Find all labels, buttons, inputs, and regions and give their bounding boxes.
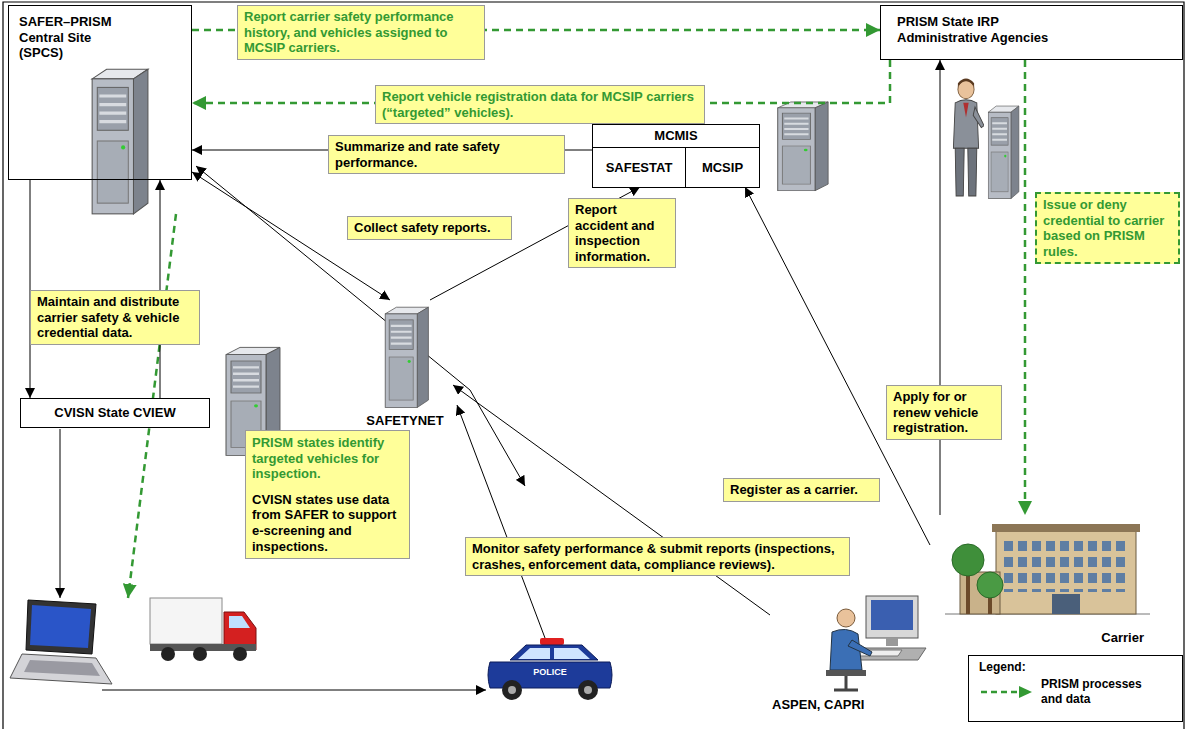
laptop-icon bbox=[24, 660, 100, 676]
carrier-building bbox=[996, 530, 1136, 614]
flow-arrow bbox=[940, 60, 941, 515]
process-note: Summarize and rate safety performance. bbox=[328, 135, 565, 174]
server-icon bbox=[92, 69, 148, 214]
legend-sample bbox=[979, 685, 1033, 699]
police-car-icon bbox=[584, 686, 592, 694]
node-label: MCMIS bbox=[654, 128, 697, 144]
flow-line bbox=[457, 405, 545, 638]
workstation-node: ASPEN, CAPRI bbox=[770, 588, 925, 715]
workstation-icon bbox=[886, 638, 898, 646]
laptop-icon bbox=[30, 605, 91, 648]
workstation-icon bbox=[848, 640, 872, 656]
workstation-icon bbox=[837, 609, 855, 627]
truck-icon bbox=[150, 598, 222, 644]
node-label: MCSIP bbox=[702, 160, 743, 176]
node-label: ASPEN, CAPRI bbox=[772, 697, 864, 713]
carrier-building bbox=[1052, 594, 1080, 614]
server-icon bbox=[385, 307, 428, 407]
note-box: PRISM states identify targeted vehicles … bbox=[245, 430, 410, 559]
police-car-icon bbox=[578, 680, 598, 700]
flow-line bbox=[60, 429, 61, 598]
workstation-icon bbox=[866, 596, 918, 638]
truck-icon bbox=[193, 647, 207, 661]
legend-text: PRISM processes and data bbox=[1041, 677, 1161, 706]
car-marking-text: POLICE bbox=[520, 667, 580, 678]
flow-line bbox=[60, 166, 545, 690]
police-car-icon bbox=[502, 680, 522, 700]
workstation-icon bbox=[834, 676, 858, 690]
server-icon bbox=[92, 69, 1019, 455]
process-note: Report accident and inspection informati… bbox=[568, 198, 676, 268]
carrier-building bbox=[992, 524, 1140, 532]
truck-icon bbox=[150, 598, 256, 661]
node-label: CVISN State CVIEW bbox=[54, 405, 175, 421]
car-marking: POLICE bbox=[520, 667, 580, 678]
police-car-icon bbox=[488, 638, 612, 700]
page-frame bbox=[3, 2, 1184, 729]
central-site-box: SAFER–PRISM Central Site (SPCS) bbox=[8, 5, 192, 180]
flow-arrow bbox=[30, 180, 31, 398]
person-icon bbox=[953, 79, 984, 196]
legend-arrowhead bbox=[1019, 686, 1032, 698]
carrier-building bbox=[966, 570, 970, 614]
node-label: SAFER–PRISM Central Site (SPCS) bbox=[19, 14, 134, 61]
process-note: Report carrier safety performance histor… bbox=[237, 5, 485, 60]
carrier-building bbox=[952, 544, 984, 576]
process-note: Register as a carrier. bbox=[723, 478, 880, 502]
database-module: MCSIP bbox=[686, 147, 759, 187]
node-label: SAFESTAT bbox=[606, 160, 673, 176]
legend-box: Legend: PRISM processes and data bbox=[968, 655, 1183, 722]
workstation-icon bbox=[871, 600, 913, 630]
workstation-icon bbox=[826, 670, 866, 676]
database-module: SAFESTAT bbox=[593, 147, 686, 187]
laptop-icon bbox=[10, 654, 112, 684]
prism-flow-arrow bbox=[1024, 60, 1027, 515]
process-note: Collect safety reports. bbox=[347, 216, 512, 240]
truck-icon bbox=[233, 647, 247, 661]
legend-title: Legend: bbox=[979, 660, 1172, 674]
police-car-icon bbox=[540, 638, 564, 645]
laptop-icon bbox=[26, 600, 96, 654]
process-note: Report vehicle registration data for MCS… bbox=[375, 85, 705, 124]
laptop-icon bbox=[10, 600, 112, 684]
node-label: SAFETYNET bbox=[366, 413, 443, 429]
workstation-icon bbox=[826, 596, 926, 690]
carrier-building bbox=[945, 524, 1150, 614]
truck-icon bbox=[161, 647, 175, 661]
server-icon bbox=[778, 102, 828, 191]
carrier-building bbox=[977, 572, 1003, 598]
state-system-box: CVISN State CVIEW bbox=[20, 398, 210, 428]
truck-icon bbox=[229, 616, 250, 628]
database-box: MCMIS SAFESTAT MCSIP bbox=[592, 124, 760, 188]
node-label: PRISM State IRP Administrative Agencies bbox=[897, 14, 1087, 45]
person-icon bbox=[953, 79, 984, 196]
server-icon bbox=[988, 106, 1019, 199]
page-frame bbox=[3, 2, 1184, 729]
process-note: Monitor safety performance & submit repo… bbox=[465, 537, 850, 576]
flow-line bbox=[102, 690, 486, 691]
process-note: Issue or deny credential to carrier base… bbox=[1035, 192, 1180, 264]
note-text: PRISM states identify targeted vehicles … bbox=[252, 435, 403, 482]
carrier-building bbox=[1002, 538, 1130, 592]
police-car-icon bbox=[508, 686, 516, 694]
server-node: SAFETYNET bbox=[357, 300, 453, 430]
agency-box: PRISM State IRP Administrative Agencies bbox=[880, 5, 1183, 60]
flow-arrow bbox=[160, 180, 161, 398]
police-car-icon bbox=[510, 645, 598, 660]
node-label: Carrier bbox=[1101, 630, 1144, 646]
note-text: CVISN states use data from SAFER to supp… bbox=[252, 492, 403, 554]
legend-row: PRISM processes and data bbox=[979, 677, 1172, 706]
process-note: Maintain and distribute carrier safety &… bbox=[30, 290, 200, 345]
police-car-icon bbox=[518, 648, 590, 659]
process-note: Apply for or renew vehicle registration. bbox=[886, 385, 1002, 440]
legend-line bbox=[981, 691, 1021, 694]
carrier-node: Carrier bbox=[930, 515, 1150, 648]
